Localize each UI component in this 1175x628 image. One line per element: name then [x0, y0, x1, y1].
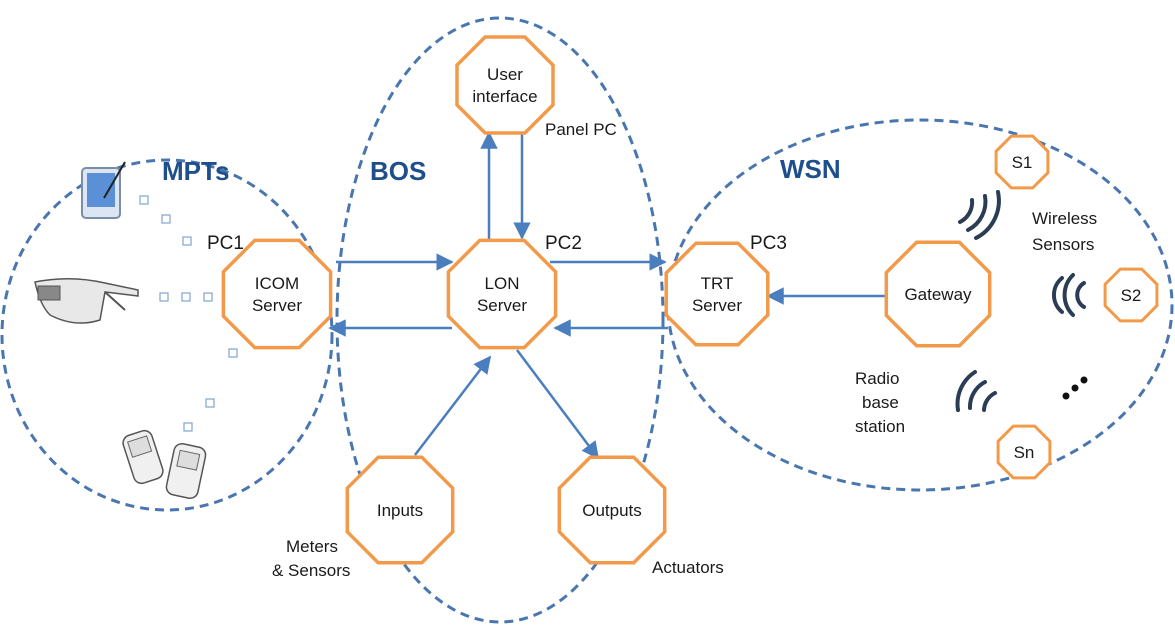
- bos-cluster: [335, 16, 665, 624]
- lon-server-node: LON Server: [446, 238, 558, 350]
- arrow-lon-to-outputs: [516, 349, 600, 460]
- sensor-ellipsis: [1062, 376, 1088, 400]
- wireless-signal-icon: [958, 190, 1001, 240]
- radio-label-line3: station: [855, 417, 905, 436]
- gateway-node: Gateway: [884, 240, 992, 348]
- icom-server-node-shape: [221, 238, 333, 350]
- bos-title: BOS: [370, 156, 426, 186]
- connection-dots: [139, 195, 238, 432]
- inputs-node-shape: [345, 455, 455, 565]
- trt-server-node: TRT Server: [664, 241, 770, 347]
- mobile-phones-icon: [122, 429, 207, 500]
- inputs-node-label: Inputs: [377, 501, 423, 520]
- pc1-label: PC1: [207, 233, 244, 254]
- wireless-signal-icon: [955, 370, 997, 412]
- meters-label-line2: & Sensors: [272, 561, 350, 580]
- trt-server-node-label: TRT: [701, 274, 734, 293]
- s2-node-shape: [1103, 267, 1159, 323]
- user-interface-node-shape: [455, 35, 555, 135]
- inputs-node: Inputs: [345, 455, 455, 565]
- sn-node-shape: [996, 424, 1052, 480]
- arrow-inputs-to-lon: [414, 355, 492, 456]
- outputs-node-label: Outputs: [582, 501, 642, 520]
- user-interface-node-label: User: [487, 65, 523, 84]
- lon-server-node-shape: [446, 238, 558, 350]
- smart-glasses-icon: [34, 277, 139, 324]
- pc2-label: PC2: [545, 233, 582, 254]
- trt-server-node-label: Server: [692, 296, 742, 315]
- icom-server-node-label: ICOM: [255, 274, 299, 293]
- lon-server-node-label: LON: [485, 274, 520, 293]
- wsn-title: WSN: [780, 154, 841, 184]
- s1-node-shape: [994, 134, 1050, 190]
- panel-pc-label: Panel PC: [545, 120, 617, 139]
- user-interface-node-label: interface: [472, 87, 537, 106]
- outputs-node-shape: [557, 455, 667, 565]
- pc3-label: PC3: [750, 233, 787, 254]
- sn-node: Sn: [996, 424, 1052, 480]
- wireless-sensors-label-line1: Wireless: [1032, 209, 1097, 228]
- sn-node-label: Sn: [1014, 443, 1035, 462]
- tablet-pc-icon: [81, 161, 126, 219]
- user-interface-node: User interface: [455, 35, 555, 135]
- icom-server-node-label: Server: [252, 296, 302, 315]
- icom-server-node: ICOM Server: [221, 238, 333, 350]
- s2-node: S2: [1103, 267, 1159, 323]
- lon-server-node-label: Server: [477, 296, 527, 315]
- s1-node: S1: [994, 134, 1050, 190]
- gateway-node-shape: [884, 240, 992, 348]
- trt-server-node-shape: [664, 241, 770, 347]
- radio-label-line2: base: [862, 393, 899, 412]
- wireless-signal-icon: [1051, 273, 1086, 317]
- s2-node-label: S2: [1121, 286, 1142, 305]
- mpts-title: MPTs: [162, 156, 229, 186]
- wireless-sensors-label-line2: Sensors: [1032, 235, 1094, 254]
- gateway-node-label: Gateway: [904, 285, 972, 304]
- s1-node-label: S1: [1012, 153, 1033, 172]
- outputs-node: Outputs: [557, 455, 667, 565]
- meters-label-line1: Meters: [286, 537, 338, 556]
- actuators-label: Actuators: [652, 558, 724, 577]
- radio-label-line1: Radio: [855, 369, 899, 388]
